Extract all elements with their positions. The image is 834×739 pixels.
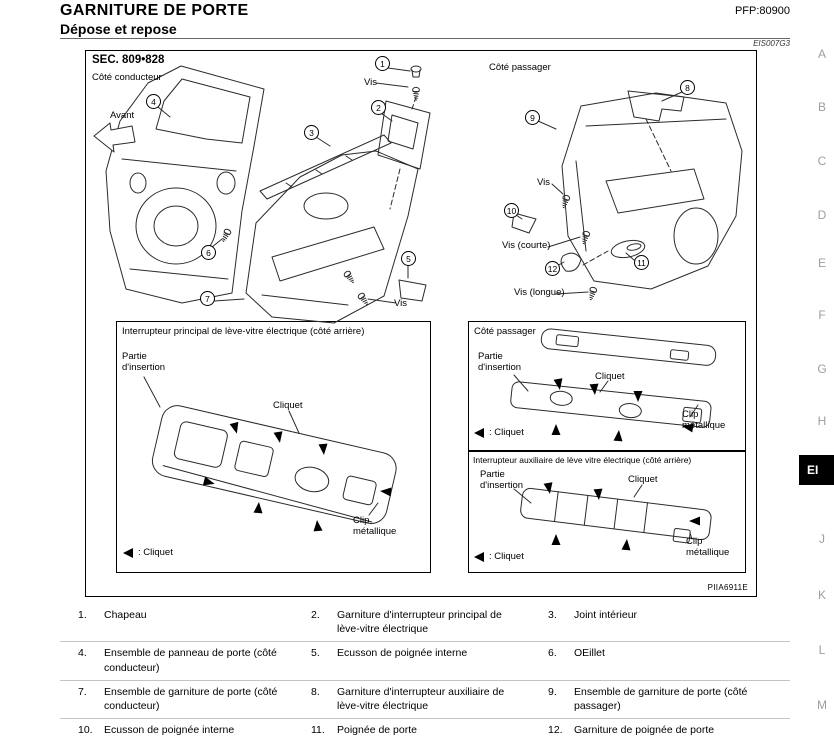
margin-letter-b: B: [817, 100, 826, 114]
legend-item: 7.Ensemble de garniture de porte (côté c…: [78, 685, 278, 712]
page-title: GARNITURE DE PORTE: [60, 2, 249, 19]
header-rule: [60, 38, 790, 39]
legend-item: 2.Garniture d'interrupteur principal de …: [311, 609, 502, 636]
legend-item: 3.Joint intérieur: [548, 609, 638, 621]
cliquet-arrow-icon: [123, 547, 133, 558]
callout-11: 11: [634, 255, 649, 270]
cliquet-arrow-icon: [474, 427, 484, 438]
inset-left-title: Interrupteur principal de lève-vitre éle…: [122, 326, 365, 337]
inset-aux-window-switch: [468, 451, 746, 573]
callout-8: 8: [680, 80, 695, 95]
inset-right-top-cliquet-label: Cliquet: [595, 371, 625, 382]
margin-letter-m: M: [817, 698, 827, 712]
legend-item: 5.Ecusson de poignée interne: [311, 647, 468, 660]
legend-row: 10.Ecusson de poignée interne 11.Poignée…: [60, 719, 790, 739]
legend-item: 12.Garniture de poignée de porte: [548, 724, 715, 737]
margin-letter-d: D: [817, 208, 827, 222]
pfp-code: PFP:80900: [734, 5, 790, 17]
legend-row: 4.Ensemble de panneau de porte (côté con…: [60, 642, 790, 681]
callout-12: 12: [545, 261, 560, 276]
sec-label: SEC. 809•828: [92, 54, 165, 66]
inset-main-window-switch: [116, 321, 431, 573]
inset-right-top-legend: : Cliquet: [474, 427, 524, 438]
inset-left-clip-label: Clip métallique: [353, 515, 397, 538]
callout-10: 10: [504, 203, 519, 218]
inset-right-top-clip-label: Clip métallique: [682, 409, 726, 432]
section-subtitle: Dépose et repose: [60, 21, 177, 37]
callout-2: 2: [371, 100, 386, 115]
passenger-side-label: Côté passager: [489, 62, 551, 73]
vis-label-cap: Vis: [364, 77, 378, 88]
inset-right-top-insertion-label: Partie d'insertion: [478, 351, 522, 374]
inset-right-bottom-insertion-label: Partie d'insertion: [480, 469, 524, 492]
inset-left-cliquet-label: Cliquet: [273, 400, 303, 411]
vis-courte-label: Vis (courte): [502, 240, 551, 251]
callout-4: 4: [146, 94, 161, 109]
margin-letter-e: E: [817, 256, 826, 270]
legend-item: 11.Poignée de porte: [311, 724, 417, 737]
legend-row: 7.Ensemble de garniture de porte (côté c…: [60, 681, 790, 720]
parts-legend: 1.Chapeau 2.Garniture d'interrupteur pri…: [60, 604, 790, 739]
legend-row: 1.Chapeau 2.Garniture d'interrupteur pri…: [60, 604, 790, 643]
inset-left-legend: : Cliquet: [123, 547, 173, 558]
margin-letter-a: A: [817, 47, 826, 61]
inset-right-bottom-legend-text: : Cliquet: [489, 551, 524, 562]
inset-left-insertion-label: Partie d'insertion: [122, 351, 166, 374]
exploded-view-figure: SEC. 809•828 Côté conducteur Avant Vis C…: [85, 50, 757, 597]
callout-3: 3: [304, 125, 319, 140]
vis-longue-label: Vis (longue): [514, 287, 565, 298]
margin-letter-j: J: [819, 532, 825, 546]
legend-item: 9.Ensemble de garniture de porte (côté p…: [548, 685, 748, 712]
driver-side-label: Côté conducteur: [92, 72, 162, 83]
cliquet-arrow-icon: [474, 551, 484, 562]
margin-letter-c: C: [817, 154, 827, 168]
page-header: GARNITURE DE PORTE PFP:80900: [60, 2, 790, 20]
vis-label-passenger: Vis: [537, 177, 551, 188]
inset-right-bottom-title: Interrupteur auxiliaire de lève vitre él…: [473, 455, 692, 465]
inset-left-legend-text: : Cliquet: [138, 547, 173, 558]
legend-item: 6.OEillet: [548, 647, 605, 660]
callout-7: 7: [200, 291, 215, 306]
callout-1: 1: [375, 56, 390, 71]
inset-passenger-side: [468, 321, 746, 451]
callout-5: 5: [401, 251, 416, 266]
doc-code: EIS007G3: [753, 39, 790, 48]
inset-right-bottom-clip-label: Clip métallique: [686, 536, 730, 559]
margin-letter-l: L: [818, 643, 826, 657]
callout-6: 6: [201, 245, 216, 260]
inset-right-bottom-legend: : Cliquet: [474, 551, 524, 562]
legend-item: 4.Ensemble de panneau de porte (côté con…: [78, 647, 277, 674]
margin-letter-k: K: [817, 588, 826, 602]
callout-9: 9: [525, 110, 540, 125]
legend-item: 1.Chapeau: [78, 609, 147, 621]
margin-letter-g: G: [817, 362, 827, 376]
inset-right-bottom-cliquet-label: Cliquet: [628, 474, 658, 485]
figure-line-art: [93, 65, 743, 551]
legend-item: 8.Garniture d'interrupteur auxiliaire de…: [311, 685, 505, 712]
inset-right-top-legend-text: : Cliquet: [489, 427, 524, 438]
inset-right-top-title: Côté passager: [474, 326, 536, 337]
vis-label-escutcheon: Vis: [394, 298, 408, 309]
margin-active-section-ei: EI: [799, 455, 834, 485]
margin-letter-h: H: [817, 414, 827, 428]
margin-letter-f: F: [818, 308, 826, 322]
front-label: Avant: [110, 110, 135, 121]
legend-item: 10.Ecusson de poignée interne: [78, 724, 235, 737]
figure-code: PIIA6911E: [707, 583, 748, 592]
